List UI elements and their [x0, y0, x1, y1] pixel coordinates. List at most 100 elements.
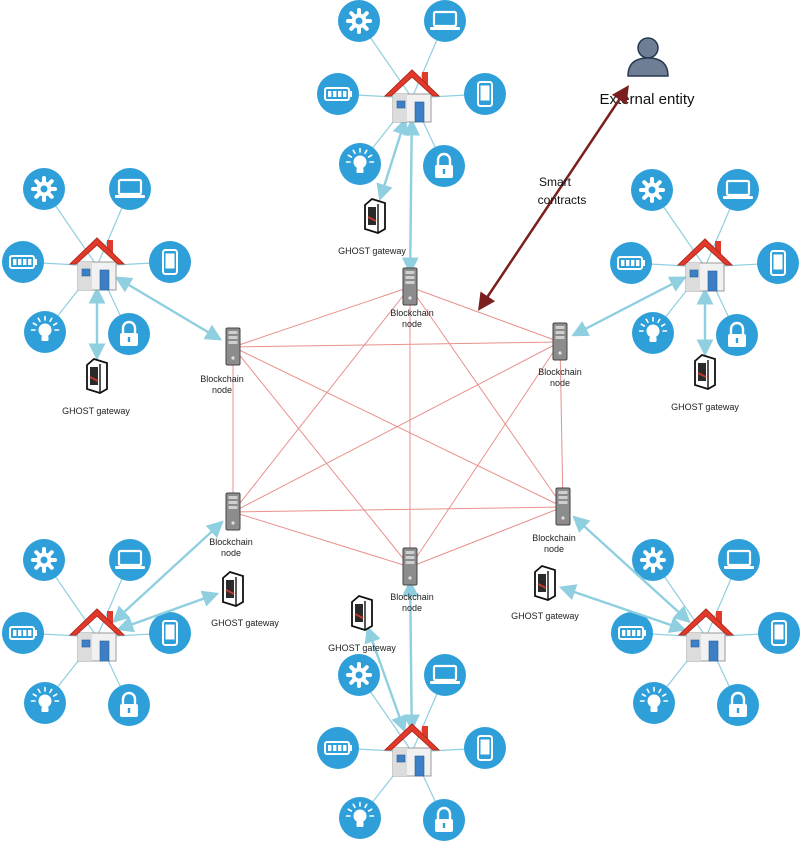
lightbulb-icon	[339, 797, 381, 839]
house-gateway-link-top	[376, 117, 409, 202]
gateway-icon	[222, 570, 244, 607]
lock-icon	[108, 684, 150, 726]
smart-contract-arrow	[478, 85, 629, 311]
battery-icon	[2, 241, 44, 283]
house-icon	[68, 237, 126, 291]
gateway-icon	[86, 357, 108, 394]
blockchain-node-label: Blockchain	[209, 537, 253, 547]
lightbulb-icon	[24, 311, 66, 353]
lock-icon	[716, 314, 758, 356]
battery-icon	[317, 73, 359, 115]
ghost-gateway-lower-right: GHOST gateway	[511, 564, 579, 621]
gateway-icon	[364, 197, 386, 234]
blockchain-node-label: Blockchain	[200, 374, 244, 384]
mesh-link-upper-left-bottom	[232, 346, 411, 568]
server-icon	[225, 327, 241, 366]
house-node-link-upper-left	[114, 276, 223, 341]
laptop-icon	[718, 539, 760, 581]
lock-icon	[717, 684, 759, 726]
gateway-icon	[534, 564, 556, 601]
person-icon	[627, 37, 669, 77]
ghost-gateway-lower-left: GHOST gateway	[211, 570, 279, 628]
phone-icon	[757, 242, 799, 284]
blockchain-node-label-sub: node	[550, 378, 570, 388]
mesh-link-lower-right-bottom	[409, 506, 564, 568]
phone-icon	[758, 612, 800, 654]
ghost-gateway-bottom: GHOST gateway	[328, 594, 396, 653]
gear-icon	[631, 169, 673, 211]
mesh-link-upper-right-lower-right	[559, 341, 564, 508]
house-icon	[383, 723, 441, 777]
laptop-icon	[109, 539, 151, 581]
lock-icon	[423, 145, 465, 187]
house-node-link-top	[401, 118, 421, 275]
mesh-link-lower-left-bottom	[232, 511, 411, 568]
laptop-icon	[424, 0, 466, 42]
laptop-icon	[424, 654, 466, 696]
gear-icon	[338, 0, 380, 42]
external-entity-label: External entity	[599, 91, 695, 108]
mesh-link-top-upper-left	[232, 286, 411, 348]
house-gateway-link-bottom	[364, 625, 408, 733]
ghost-gateway-label: GHOST gateway	[511, 611, 579, 621]
ghost-gateway-label: GHOST gateway	[328, 643, 396, 653]
lightbulb-icon	[339, 143, 381, 185]
mesh-link-lower-left-lower-right	[232, 506, 564, 513]
house-icon	[68, 608, 126, 662]
server-icon	[402, 267, 418, 306]
house-gateway-links	[88, 117, 714, 733]
mesh-link-top-lower-left	[232, 286, 411, 513]
house-node-link-upper-right	[571, 276, 687, 337]
ghost-gateway-label: GHOST gateway	[671, 402, 739, 412]
house-node-link-bottom	[401, 579, 420, 732]
battery-icon	[2, 612, 44, 654]
phone-icon	[149, 612, 191, 654]
blockchain-nodes: BlockchainnodeBlockchainnodeBlockchainno…	[200, 267, 582, 613]
blockchain-mesh	[232, 286, 564, 568]
laptop-icon	[717, 169, 759, 211]
phone-icon	[149, 241, 191, 283]
house-gateway-link-lower-left	[116, 590, 220, 633]
gear-icon	[338, 654, 380, 696]
laptop-icon	[109, 168, 151, 210]
blockchain-node-label-sub: node	[402, 319, 422, 329]
house-gateway-link-lower-right	[558, 584, 687, 633]
ghost-gateway-upper-right: GHOST gateway	[671, 353, 739, 412]
smart-contracts-label-line1: Smart	[539, 175, 572, 189]
server-icon	[555, 487, 571, 526]
lightbulb-icon	[632, 312, 674, 354]
gateway-icon	[694, 353, 716, 390]
phone-icon	[464, 727, 506, 769]
blockchain-node-label-sub: node	[212, 385, 232, 395]
mesh-link-upper-right-bottom	[409, 341, 561, 568]
gateway-icon	[351, 594, 373, 631]
ghost-gateway-label: GHOST gateway	[338, 246, 406, 256]
ghost-gateway-label: GHOST gateway	[211, 618, 279, 628]
battery-icon	[610, 242, 652, 284]
battery-icon	[317, 727, 359, 769]
blockchain-node-label: Blockchain	[538, 367, 582, 377]
ghost-gateway-top: GHOST gateway	[338, 197, 406, 256]
lock-icon	[423, 799, 465, 841]
external-entity-group: External entity Smart contracts	[478, 37, 695, 311]
server-icon	[552, 322, 568, 361]
blockchain-node-label-sub: node	[402, 603, 422, 613]
mesh-link-top-upper-right	[409, 286, 561, 343]
house-icon	[383, 69, 441, 123]
lock-icon	[108, 313, 150, 355]
ghost-gateway-upper-left: GHOST gateway	[62, 357, 130, 416]
house-icon	[677, 608, 735, 662]
mesh-link-upper-right-lower-left	[232, 341, 561, 513]
smart-contracts-label-line2: contracts	[538, 193, 587, 207]
smart-homes	[68, 69, 735, 777]
blockchain-node-label: Blockchain	[390, 308, 434, 318]
lightbulb-icon	[633, 682, 675, 724]
